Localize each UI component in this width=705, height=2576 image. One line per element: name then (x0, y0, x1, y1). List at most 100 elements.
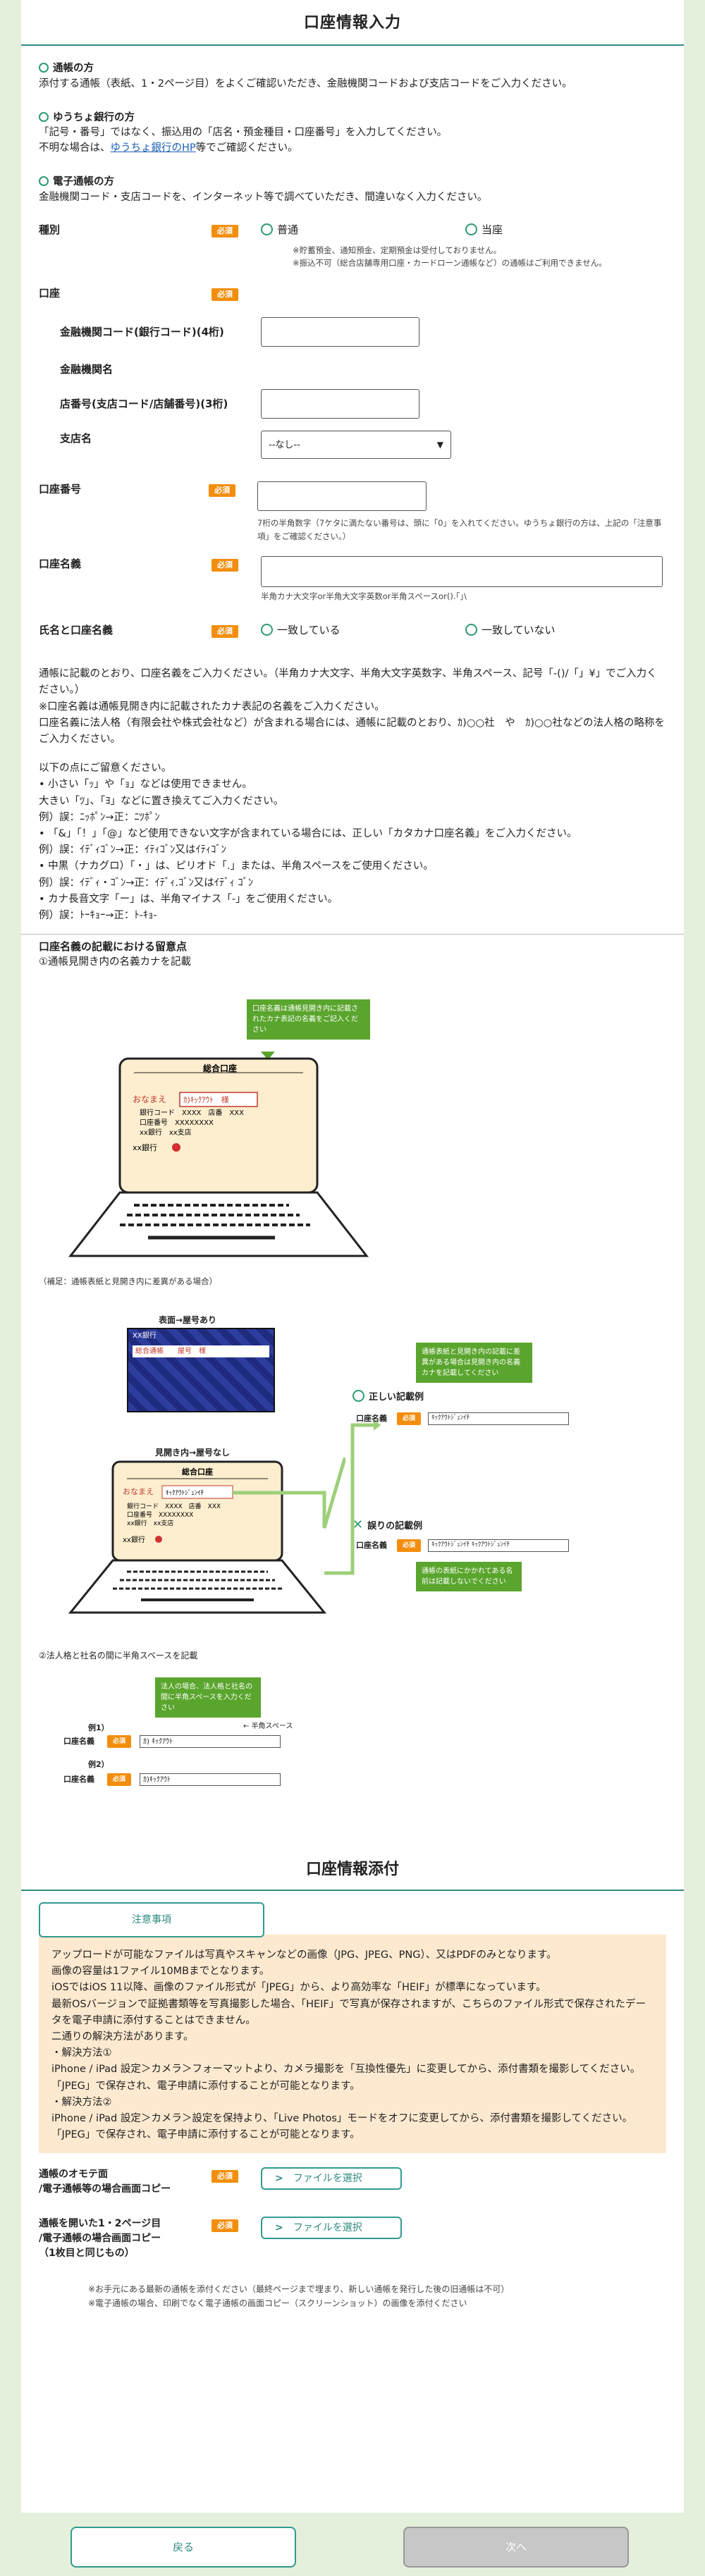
required-badge: 必須 (397, 1539, 422, 1553)
branch-code-input[interactable] (261, 389, 419, 419)
guide-bubble-4: 法人の場合、法人格と社名の間に半角スペースを入力ください (155, 1677, 261, 1718)
instructions: 通帳に記載のとおり、口座名義をご入力ください。（半角カナ大文字、半角大文字英数字… (39, 666, 666, 924)
intro-yucho-line2: 不明な場合は、ゆうちょ銀行のHP等でご確認ください。 (39, 141, 666, 156)
chevron-right-icon: > (275, 2172, 283, 2184)
required-badge: 必須 (212, 625, 238, 639)
inner-laptop-illustration: 総合口座 おなまえ ｷｯｸｱｳﾄｼﾞｭﾝｲﾁ 銀行コード XXXX 店番 XXX… (68, 1458, 345, 1614)
example2-label: 例2） (88, 1760, 109, 1770)
attach-line: 「JPEG」で保存され、電子申請に添付することが可能となります。 (51, 2129, 360, 2141)
radio-icon (465, 223, 477, 236)
branch-select[interactable]: --なし--▼ (261, 431, 451, 460)
circle-icon (39, 175, 49, 186)
correct-title-text: 正しい記載例 (369, 1392, 424, 1403)
branch-name-row: 支店名 --なし--▼ (39, 431, 666, 473)
passbook-stamp-label: xx銀行 (133, 1142, 157, 1152)
attach-foot-note: ※電子通帳の場合、印刷でなく電子通帳の画面コピー（スクリーンショット）の画像を添… (88, 2298, 467, 2308)
next-button[interactable]: 次へ (403, 2527, 629, 2568)
required-badge: 必須 (397, 1412, 422, 1426)
radio-icon (261, 223, 273, 236)
example1-label: 例1） (88, 1723, 109, 1733)
caution-line: 例）誤：ﾄｰｷｮｰ→正：ﾄ-ｷｮ- (39, 909, 157, 921)
caution-line: 大きい「ﾂ」、「ﾖ」などに置き換えてご入力ください。 (39, 795, 284, 807)
passbook-title-text: 総合口座 (203, 1063, 237, 1073)
bank-name-row: 金融機関名 (39, 359, 666, 380)
type-note-2: ※振込不可（総合店舗専用口座・カードローン通帳など）の通帳はご利用できません。 (293, 258, 607, 269)
inner-row-1: 銀行コード XXXX 店番 XXX (127, 1502, 221, 1510)
file-button-label: ファイルを選択 (293, 2221, 362, 2233)
name-match-label: 氏名と口座名義 (39, 624, 114, 637)
name-match-option-label: 一致していない (482, 624, 556, 637)
type-option-label: 普通 (277, 223, 299, 237)
circle-icon (39, 111, 49, 122)
required-badge: 必須 (212, 225, 238, 238)
account-label: 口座 (39, 287, 61, 300)
intro-epassbook-text: 金融機関コード・支店コードを、インターネット等で調べていただき、間違いなく入力く… (39, 191, 488, 203)
upload1-label: 通帳のオモテ面 /電子通帳等の場合画面コピー (39, 2169, 171, 2195)
type-note-1: ※貯蓄預金、通知預金、定期預金は受付しておりません。 (293, 245, 502, 255)
radio-icon (465, 624, 477, 636)
account-row: 口座 必須 (39, 285, 666, 307)
attach-title: 口座情報添付 (21, 1849, 684, 1892)
example-space-note: ← 半角スペース (243, 1723, 293, 1731)
caution-title: 以下の点にご留意ください。 (39, 763, 172, 775)
attach-notice-box: アップロードが可能なファイルは写真やスキャンなどの画像（JPG、JPEG、PNG… (39, 1935, 666, 2154)
divider (21, 934, 684, 935)
account-name-input[interactable] (261, 556, 663, 588)
intro-passbook-text: 添付する通帳（表紙、1・2ページ目）をよくご確認いただき、金融機関コードおよび支… (39, 78, 572, 90)
upload2-label: 通帳を開いた1・2ページ目 /電子通帳の場合画面コピー （1枚目と同じもの） (39, 2218, 161, 2260)
wrong-field-value: ｷｯｸｱｳﾄｼﾞｭﾝｲﾁ ｷｯｸｱｳﾄｼﾞｭﾝｲﾁ (428, 1539, 570, 1553)
intro-epassbook-title: 電子通帳の方 (53, 175, 114, 187)
required-badge: 必須 (107, 1773, 132, 1787)
caution-line: 例）誤：ﾆｯﾎﾟﾝ→正：ﾆﾂﾎﾟﾝ (39, 811, 160, 823)
attach-line: iPhone / iPad 設定＞カメラ＞設定を保持より、「Live Photo… (51, 2112, 633, 2124)
back-button[interactable]: 戻る (70, 2527, 296, 2568)
example1-field: 口座名義 必須 ｶ) ｷｯｸｱｳﾄ (63, 1735, 281, 1749)
correct-field-value: ｷｯｸｱｳﾄｼﾞｭﾝｲﾁ (428, 1412, 570, 1426)
name-match-option-label: 一致している (277, 624, 341, 637)
upload1-file-button[interactable]: >ファイルを選択 (261, 2167, 402, 2190)
upload2-file-button[interactable]: >ファイルを選択 (261, 2217, 402, 2240)
attach-line: 画像の容量は1ファイル10MBまでとなります。 (51, 1966, 270, 1978)
account-name-row: 口座名義 必須 半角カナ大文字or半角大文字英数or半角スペースor().｢｣\ (39, 556, 666, 620)
correct-example-title: 正しい記載例 (352, 1390, 424, 1405)
intro-yucho-post: 等でご確認ください。 (195, 142, 298, 154)
type-option-futsu[interactable]: 普通 (261, 222, 465, 238)
guide-section: 口座名義の記載における留意点 ①通帳見開き内の名義カナを記載 口座名義は通帳見開… (21, 939, 684, 1841)
passbook-name-value: ｶ)ｷｯｸｱｳﾄ 様 (183, 1095, 229, 1104)
attach-line: iOSではiOS 11以降、画像のファイル形式が「JPEG」から、より高効率な「… (51, 1982, 546, 1994)
name-match-option-yes[interactable]: 一致している (261, 622, 465, 639)
wrong-field-label: 口座名義 (356, 1540, 387, 1550)
type-label: 種別 (39, 223, 61, 237)
inner-row-2: 口座番号 XXXXXXXX (127, 1510, 193, 1519)
account-name-note: 半角カナ大文字or半角大文字英数or半角スペースor().｢｣\ (261, 591, 467, 602)
inner-name-label: おなまえ (123, 1487, 154, 1496)
bank-code-input[interactable] (261, 317, 419, 347)
cover-text: 総合通帳 屋号 様 (133, 1345, 269, 1358)
cover-illustration: XX銀行 総合通帳 屋号 様 (127, 1328, 275, 1413)
notice-button[interactable]: 注意事項 (39, 1902, 264, 1938)
instruction-line: 口座名義に法人格（有限会社や株式会社など）が含まれる場合には、通帳に記載のとおり… (39, 717, 665, 745)
circle-icon (39, 63, 49, 73)
wrong-title-text: 誤りの記載例 (367, 1521, 423, 1532)
attach-line: 「JPEG」で保存され、電子申請に添付することが可能となります。 (51, 2080, 360, 2092)
example2-value: ｶ)ｷｯｸｱｳﾄ (140, 1773, 281, 1787)
correct-circle-icon (352, 1390, 364, 1403)
guide-sub1: ①通帳見開き内の名義カナを記載 (39, 956, 191, 968)
yucho-hp-link[interactable]: ゆうちょ銀行のHP (110, 142, 196, 154)
passbook-note: （補足：通帳表紙と見開き内に差異がある場合） (39, 1276, 217, 1287)
name-match-option-no[interactable]: 一致していない (465, 622, 556, 639)
intro-yucho-line1: 「記号・番号」ではなく、振込用の「店名・預金種目・口座番号」を入力してください。 (39, 127, 448, 139)
instruction-line: 通帳に記載のとおり、口座名義をご入力ください。（半角カナ大文字、半角大文字英数字… (39, 668, 657, 696)
inner-label: 見開き内→屋号なし (155, 1448, 231, 1458)
form-panel: 口座情報入力 通帳の方 添付する通帳（表紙、1・2ページ目）をよくご確認いただき… (21, 0, 684, 2513)
wrong-example-field: 口座名義 必須 ｷｯｸｱｳﾄｼﾞｭﾝｲﾁ ｷｯｸｱｳﾄｼﾞｭﾝｲﾁ (356, 1539, 570, 1553)
cover-name: XX銀行 (133, 1332, 157, 1341)
caution-line: • 「&」「！」「@」など使用できない文字が含まれている場合には、正しい「カタカ… (39, 827, 577, 839)
type-option-touza[interactable]: 当座 (465, 222, 503, 238)
radio-icon (261, 624, 273, 636)
account-number-input[interactable] (257, 481, 427, 512)
bank-code-label: 金融機関コード(銀行コード)(4桁) (60, 326, 224, 338)
attach-line: iPhone / iPad 設定＞カメラ＞フォーマットより、カメラ撮影を「互換性… (51, 2064, 641, 2076)
attach-line: ・解決方法② (51, 2096, 112, 2108)
